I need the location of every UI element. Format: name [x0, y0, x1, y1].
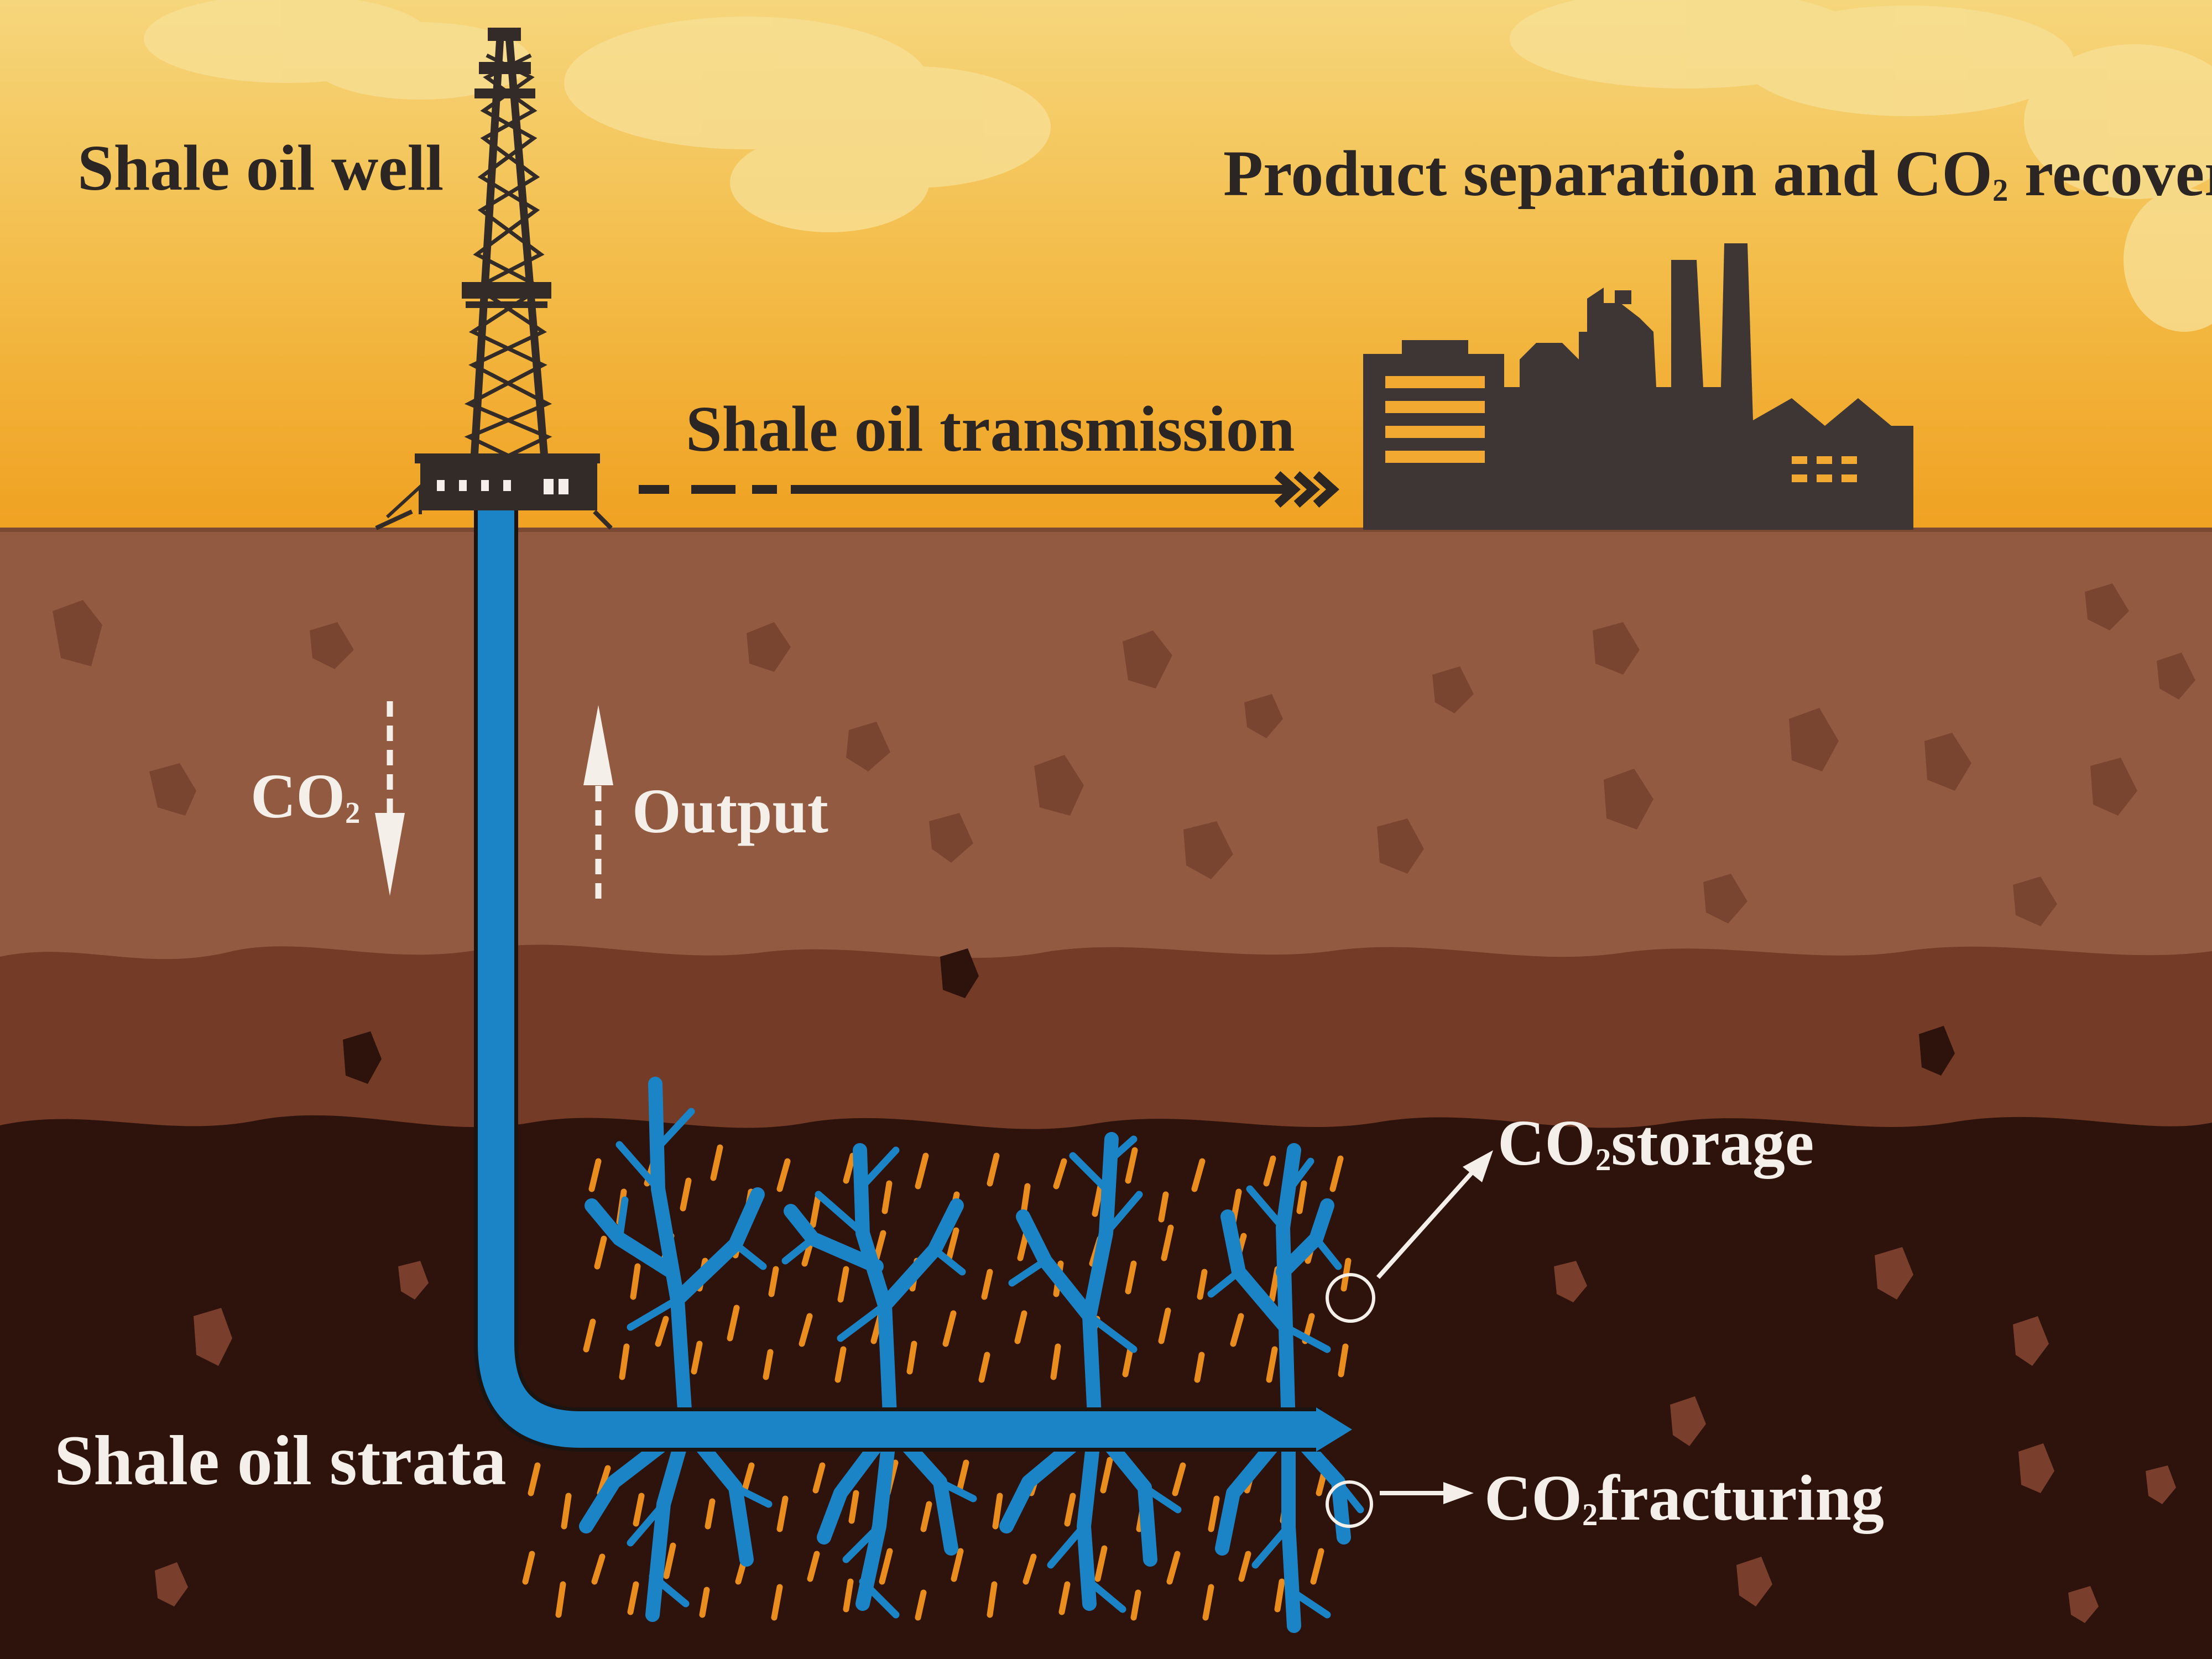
- soil-deep-layer: [0, 1115, 2212, 1659]
- transmission-label: Shale oil transmission: [686, 393, 1295, 465]
- storage-subscript: 2: [1595, 1143, 1611, 1178]
- arrow-up-icon: [583, 705, 613, 899]
- arrow-down-icon: [375, 701, 405, 896]
- rocks-deep: [155, 1247, 2176, 1623]
- clouds: [144, 0, 2212, 332]
- co2-storage-label: CO2storage: [1498, 1110, 1814, 1176]
- arrow-right-icon: [639, 471, 1339, 508]
- separation-recovery-label: Product separation and CO2 recovery: [1223, 141, 2212, 208]
- separation-suffix: recovery: [2024, 137, 2212, 210]
- ground-surface-line: [0, 528, 2212, 532]
- rocks-upper: [53, 583, 2195, 926]
- storage-text: storage: [1611, 1107, 1814, 1179]
- shale-oil-strata-label: Shale oil strata: [54, 1421, 507, 1500]
- fracturing-text: fracturing: [1598, 1462, 1885, 1534]
- shale-oil-well-label: Shale oil well: [77, 132, 444, 204]
- pipe-end-cap: [1316, 1407, 1352, 1452]
- fracturing-callout: [1326, 1480, 1474, 1528]
- soil-upper-layer: [0, 530, 2212, 983]
- separation-subscript: 2: [1992, 174, 2008, 208]
- storage-callout: [1326, 1150, 1493, 1323]
- co2-fracturing-label: CO2fracturing: [1484, 1465, 1884, 1531]
- co2-subscript: 2: [345, 795, 361, 830]
- co2-injection-label: CO2: [251, 765, 360, 828]
- rocks-middle: [343, 948, 1955, 1084]
- fracturing-subscript: 2: [1582, 1498, 1598, 1533]
- factory-windows: [1385, 376, 1857, 482]
- fracturing-co-text: CO: [1484, 1462, 1582, 1534]
- storage-co-text: CO: [1498, 1107, 1595, 1179]
- rig-windows: [437, 479, 568, 494]
- drilling-rig-icon: [375, 28, 613, 530]
- well-pipe-fill: [478, 509, 1322, 1448]
- output-label: Output: [632, 776, 828, 846]
- co2-text: CO: [251, 761, 345, 831]
- separation-text: Product separation and CO: [1223, 137, 1992, 210]
- factory-icon: [1363, 243, 1913, 530]
